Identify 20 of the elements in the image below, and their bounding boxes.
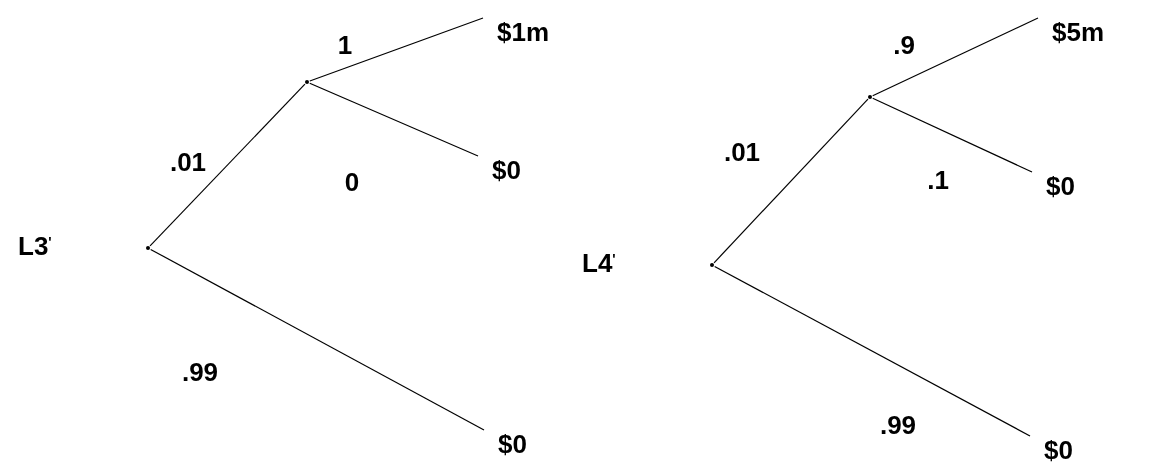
outcome-label: $0 — [1044, 435, 1073, 465]
branch-line — [149, 83, 306, 247]
branch-line — [309, 17, 484, 82]
branch-line — [309, 82, 479, 157]
branch-line — [713, 98, 869, 264]
outcome-label: $1m — [497, 17, 550, 47]
branch-point — [305, 80, 309, 84]
branch-line — [872, 97, 1033, 173]
lottery-label: L3$^{'}$ — [18, 231, 52, 261]
branch-line — [150, 248, 485, 431]
lottery-label: L4$^{'}$ — [582, 248, 616, 278]
outcome-label: $5m — [1052, 17, 1105, 47]
branch-line — [714, 265, 1031, 437]
outcome-label: $0 — [492, 155, 521, 185]
branch-point — [868, 95, 872, 99]
branch-point — [146, 246, 150, 250]
outcome-label: $0 — [1046, 171, 1075, 201]
branch-point — [710, 263, 714, 267]
outcome-label: $0 — [498, 429, 527, 459]
branch-line — [872, 17, 1039, 97]
